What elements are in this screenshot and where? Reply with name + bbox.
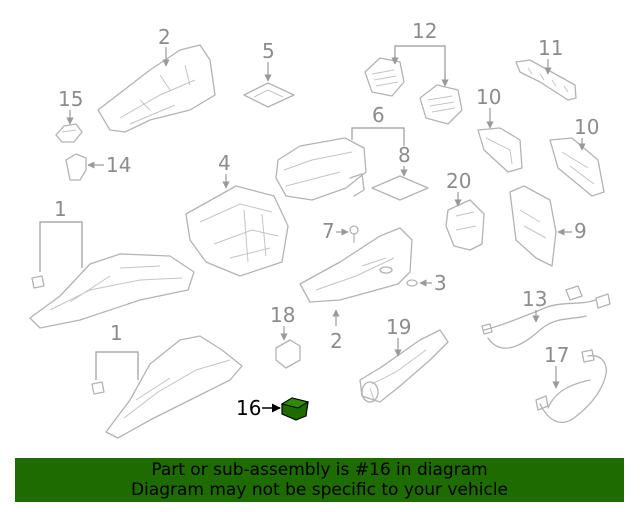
part-9-trim	[509, 185, 557, 267]
part-10-panel-b	[549, 137, 605, 197]
part-20-bracket	[445, 199, 485, 251]
callout-5: 5	[262, 39, 275, 63]
part-3-grommet	[406, 279, 418, 287]
part-18-pad	[275, 339, 301, 369]
callout-9: 9	[574, 219, 587, 243]
part-11-bracket	[515, 59, 577, 101]
callout-3: 3	[434, 271, 447, 295]
callout-16: 16	[236, 396, 261, 420]
callout-12: 12	[412, 19, 437, 43]
part-2-upper-panel	[97, 44, 216, 133]
part-1-side-panel-upper	[29, 253, 195, 329]
part-12-vents	[364, 57, 463, 125]
part-10-panel-a	[477, 127, 523, 173]
callout-2-bottom: 2	[330, 329, 343, 353]
callout-7: 7	[322, 219, 335, 243]
callout-1-bottom: 1	[110, 321, 123, 345]
part-17-harness	[535, 349, 607, 423]
banner-line-2: Diagram may not be specific to your vehi…	[130, 480, 508, 500]
part-1-side-panel-lower	[91, 335, 243, 439]
callout-6: 6	[372, 103, 385, 127]
callout-15: 15	[58, 87, 83, 111]
part-16-highlighted[interactable]	[280, 397, 310, 421]
callout-13: 13	[522, 287, 547, 311]
part-8-pad	[371, 175, 429, 201]
callout-10-left: 10	[476, 85, 501, 109]
callout-2-top: 2	[158, 25, 171, 49]
part-5-pad	[243, 82, 295, 108]
part-4-console-box	[185, 185, 289, 277]
part-7-screw	[349, 225, 359, 243]
callout-17: 17	[544, 343, 569, 367]
callout-18: 18	[270, 303, 295, 327]
part-2-lower-panel	[299, 227, 413, 303]
callout-4: 4	[218, 151, 231, 175]
part-6-armrest	[275, 137, 367, 201]
callout-1-top: 1	[54, 197, 67, 221]
part-19-duct	[359, 329, 449, 403]
callout-20: 20	[446, 169, 471, 193]
callout-10-right: 10	[574, 115, 599, 139]
part-15-clip	[55, 123, 83, 143]
callout-14: 14	[106, 153, 131, 177]
callout-19: 19	[386, 315, 411, 339]
callout-11: 11	[538, 36, 563, 60]
callout-8: 8	[398, 143, 411, 167]
part-13-harness	[481, 285, 611, 349]
banner-line-1: Part or sub-assembly is #16 in diagram	[151, 460, 488, 480]
part-14-knob	[65, 153, 87, 181]
part-info-banner: Part or sub-assembly is #16 in diagram D…	[15, 458, 624, 502]
